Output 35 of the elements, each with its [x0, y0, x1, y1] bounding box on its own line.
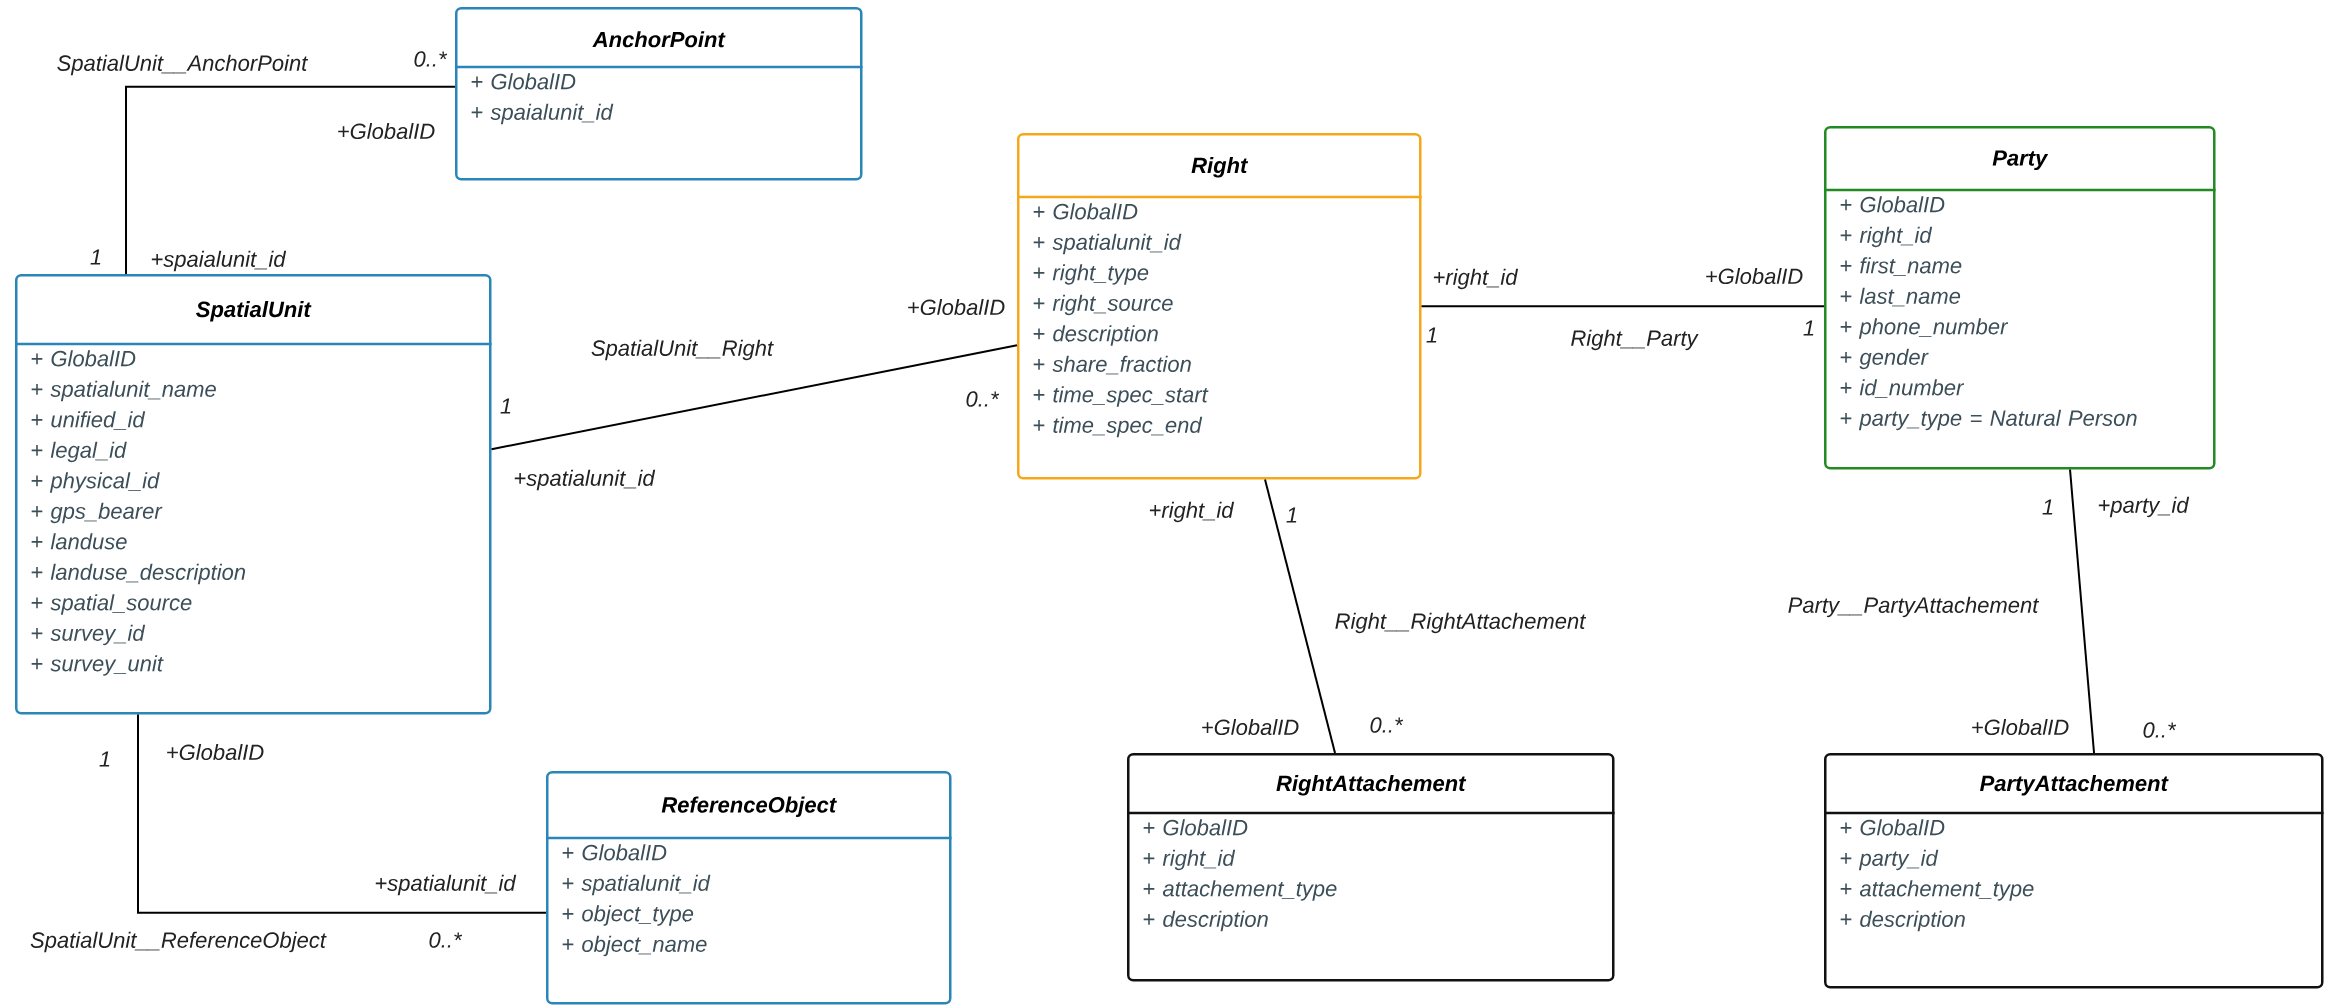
role-label: +party_id	[2098, 496, 2190, 518]
role-label: +right_id	[1433, 268, 1519, 290]
edge-label: SpatialUnit__Right	[588, 337, 776, 363]
class-box: ReferenceObject + GlobalID + spatialunit_id + object_type + object_name	[546, 771, 952, 1005]
edge-label: SpatialUnit__ReferenceObject	[28, 929, 328, 955]
class-box: AnchorPoint + GlobalID + spaialunit_id	[455, 7, 863, 181]
multiplicity-label: 1	[2042, 499, 2053, 515]
edge-label: SpatialUnit__AnchorPoint	[54, 52, 310, 78]
multiplicity-label: 1	[1426, 327, 1437, 343]
role-label: +spatialunit_id	[375, 874, 517, 896]
multiplicity-label: 1	[1803, 320, 1814, 336]
association-line	[2069, 468, 2095, 754]
association-line	[1264, 478, 1336, 754]
multiplicity-label: 1	[99, 751, 110, 767]
multiplicity-label: 0..*	[414, 51, 448, 67]
role-label: +GlobalID	[338, 122, 435, 140]
class-box: Right + GlobalID + spatialunit_id + right_type + right_source + description + share_fraction + time_spec_start + time_spec_end	[1017, 133, 1422, 480]
class-box: Party + GlobalID + right_id + first_name + last_name + phone_number + gender + id_number + party_type = Natural Person	[1824, 126, 2216, 470]
association-line	[1420, 305, 1825, 308]
association-line	[137, 713, 547, 914]
edge-label: Right__RightAttachement	[1332, 610, 1588, 636]
role-label: +GlobalID	[1706, 267, 1803, 285]
class-box: PartyAttachement + GlobalID + party_id + attachement_type + description	[1824, 753, 2324, 989]
association-line	[125, 85, 456, 275]
role-label: +spatialunit_id	[514, 469, 656, 491]
role-label: +GlobalID	[167, 743, 264, 761]
multiplicity-label: 0..*	[1370, 717, 1404, 733]
edge-label: Party__PartyAttachement	[1785, 594, 2041, 620]
class-box: SpatialUnit + GlobalID + spatialunit_name + unified_id + legal_id + physical_id + gps_bearer + landuse + landuse_description + spatial_source + survey_id + survey_unit	[15, 274, 492, 715]
multiplicity-label: 0..*	[429, 932, 463, 948]
role-label: +right_id	[1149, 501, 1235, 523]
edge-label: Right__Party	[1568, 327, 1700, 353]
association-line	[490, 344, 1018, 451]
class-box: RightAttachement + GlobalID + right_id + attachement_type + description	[1127, 753, 1615, 982]
multiplicity-label: 1	[1286, 507, 1297, 523]
